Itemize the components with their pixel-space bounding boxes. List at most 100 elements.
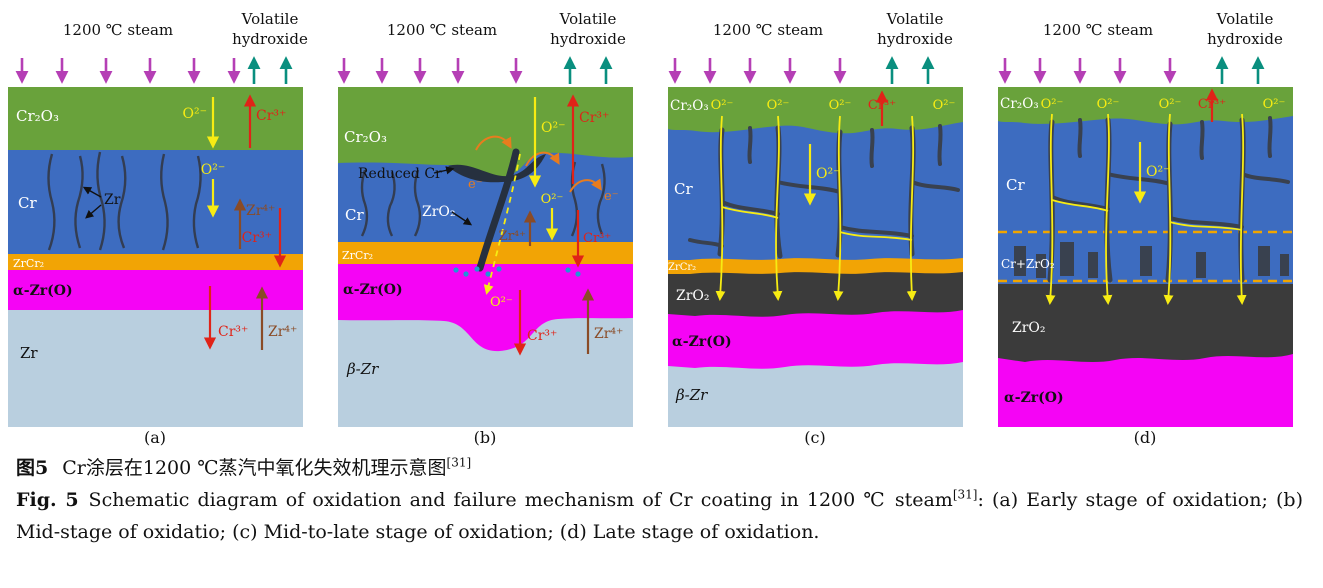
layer-label-beta-zr: β-Zr — [346, 360, 379, 378]
o2-label: O²⁻ — [541, 120, 565, 136]
layer-label-cr2o3: Cr₂O₃ — [344, 128, 387, 146]
layer-label-cr2o3: Cr₂O₃ — [1000, 96, 1039, 112]
panel-a: 1200 ℃ steam Volatile hydroxide — [8, 10, 308, 447]
hydroxide-arrows — [885, 56, 935, 84]
o2-label: O²⁻ — [201, 162, 225, 178]
layer-cr — [8, 150, 303, 254]
zr4-label: Zr⁴⁺ — [246, 203, 275, 219]
layer-label-zro2: ZrO₂ — [1012, 320, 1046, 336]
o2-label: O²⁻ — [933, 98, 956, 113]
layer-cr2o3 — [668, 87, 963, 134]
top-ion-labels: O²⁻ O²⁻ O²⁻ Cr³⁺ O²⁻ — [711, 90, 956, 126]
o2-label: O²⁻ — [1159, 97, 1182, 112]
cr3-label: Cr³⁺ — [583, 231, 611, 246]
caption-en-text: Schematic diagram of oxidation and failu… — [88, 489, 953, 511]
o2-label: O²⁻ — [767, 98, 790, 113]
steam-label: 1200 ℃ steam — [387, 21, 497, 39]
volatile-label: hydroxide — [877, 30, 953, 48]
caption-zh-text: Cr涂层在1200 ℃蒸汽中氧化失效机理示意图 — [62, 457, 447, 479]
electron-label: e⁻ — [604, 189, 619, 204]
layer-label-beta-zr: β-Zr — [675, 386, 708, 404]
volatile-label: Volatile — [886, 10, 944, 28]
caption-zh-figure-number: 图5 — [16, 457, 49, 479]
layer-label-alpha-zro: α-Zr(O) — [13, 283, 73, 299]
cr3-label: Cr³⁺ — [579, 110, 609, 126]
panel-b: 1200 ℃ steam Volatile hydroxide — [337, 10, 633, 447]
o2-label: O²⁻ — [1146, 164, 1170, 180]
panel-letter: (a) — [144, 428, 166, 447]
o2-transport-paths — [1045, 113, 1247, 305]
o2-label: O²⁻ — [711, 98, 734, 113]
grain-boundaries — [47, 151, 202, 251]
zro2-streak — [476, 148, 520, 272]
steam-arrows — [998, 58, 1177, 84]
grain-label-zr: Zr — [104, 192, 121, 208]
zr-pointer-arrow — [85, 204, 102, 219]
cr3-label: Cr³⁺ — [527, 328, 557, 344]
layer-label-alpha-zro: α-Zr(O) — [672, 334, 732, 350]
volatile-label: hydroxide — [1207, 30, 1283, 48]
steam-label: 1200 ℃ steam — [63, 21, 173, 39]
layer-label-zrcr2: ZrCr₂ — [668, 262, 696, 273]
ion-transport-annotations: O²⁻ Cr³⁺ O²⁻ Zr⁴⁺ Cr³⁺ O²⁻ Cr³⁺ Zr⁴⁺ — [490, 94, 623, 356]
zr4-label: Zr⁴⁺ — [594, 326, 623, 342]
steam-label: 1200 ℃ steam — [713, 21, 823, 39]
o2-dashed-arrow — [483, 153, 521, 295]
volatile-label: hydroxide — [232, 30, 308, 48]
volatile-label: Volatile — [559, 10, 617, 28]
zro2-pointer-arrow — [451, 211, 473, 226]
o2-transport-paths — [715, 115, 917, 301]
layer-cr2o3 — [338, 87, 633, 178]
layer-label-cr: Cr — [674, 180, 693, 198]
steam-arrows — [337, 58, 523, 84]
layer-zrcr2 — [8, 254, 303, 270]
steam-arrows — [15, 58, 241, 84]
cr3-label: Cr³⁺ — [242, 230, 272, 246]
reduced-cr-label: Reduced Cr — [358, 166, 442, 182]
ion-transport-annotations: O²⁻ Cr³⁺ O²⁻ Zr⁴⁺ Cr³⁺ Cr³⁺ Zr⁴⁺ — [183, 94, 297, 350]
electron-label: e⁻ — [468, 177, 483, 192]
o2-label: O²⁻ — [816, 166, 840, 182]
hydroxide-arrows — [563, 56, 613, 84]
top-ion-labels: O²⁻ O²⁻ O²⁻ Cr³⁺ O²⁻ — [1041, 88, 1286, 122]
caption-en-tail: : (a) Early stage of oxidation; (b) Mid-… — [16, 489, 1303, 544]
electron-loops: e⁻ e⁻ — [468, 135, 619, 204]
layer-label-cr: Cr — [18, 194, 37, 212]
caption-english: Fig. 5 Schematic diagram of oxidation and… — [16, 484, 1303, 549]
figure-caption: 图5 Cr涂层在1200 ℃蒸汽中氧化失效机理示意图 [31] Fig. 5 Sche… — [16, 453, 1303, 549]
zr4-label: Zr⁴⁺ — [268, 324, 297, 340]
layer-cr — [668, 87, 963, 260]
cr3-label: Cr³⁺ — [256, 108, 286, 124]
volatile-label: Volatile — [241, 10, 299, 28]
layer-label-cr2o3: Cr₂O₃ — [16, 107, 59, 125]
layer-alpha-zro — [8, 270, 303, 310]
caption-en-figure-number: Fig. 5 — [16, 489, 79, 511]
reduced-cr-blob — [448, 154, 546, 183]
reduced-cr-pointer-arrow — [433, 166, 455, 175]
cr-zro2-mixed-zone — [998, 230, 1293, 283]
volatile-label: Volatile — [1216, 10, 1274, 28]
zr-pointer-arrow — [82, 186, 102, 198]
o2-label: O²⁻ — [1263, 97, 1286, 112]
layer-label-cr: Cr — [345, 206, 364, 224]
zr4-label: Zr⁴⁺ — [499, 229, 526, 244]
panel-letter: (b) — [474, 428, 497, 447]
o2-label: O²⁻ — [1041, 97, 1064, 112]
zro2-inclusion-label: ZrO₂ — [422, 204, 456, 220]
layer-cr2o3 — [998, 87, 1293, 125]
steam-arrows — [668, 58, 847, 84]
layer-label-cr2o3: Cr₂O₃ — [670, 98, 709, 114]
cr3-label: Cr³⁺ — [218, 324, 248, 340]
layer-label-zrcr2: ZrCr₂ — [13, 257, 44, 270]
layer-label-alpha-zro: α-Zr(O) — [343, 282, 403, 298]
o2-label: O²⁻ — [1097, 97, 1120, 112]
panel-letter: (d) — [1134, 428, 1157, 447]
panel-c: 1200 ℃ steam Volatile hydroxide — [668, 10, 963, 447]
layer-label-cr: Cr — [1006, 176, 1025, 194]
panel-d: 1200 ℃ steam Volatile hydroxide — [998, 10, 1293, 447]
o2-label: O²⁻ — [490, 295, 513, 310]
layer-label-zr: Zr — [20, 344, 38, 362]
caption-reference: [31] — [952, 487, 978, 502]
figure-panels: 1200 ℃ steam Volatile hydroxide — [8, 10, 1293, 447]
